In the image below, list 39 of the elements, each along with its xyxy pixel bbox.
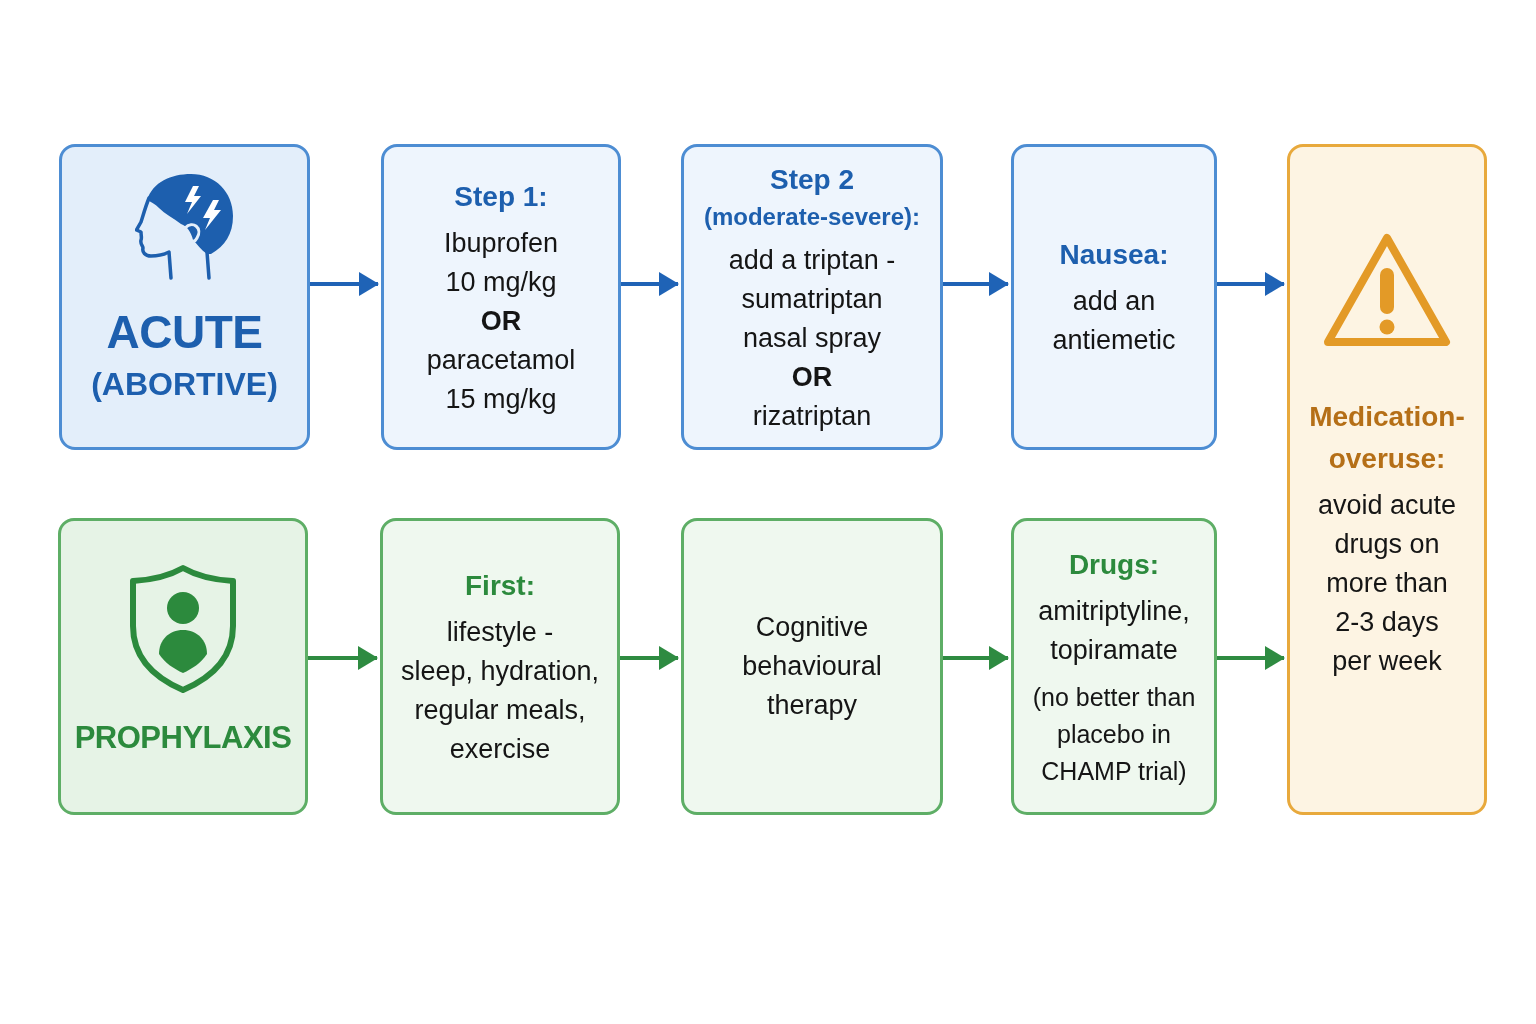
arrow [943,646,1009,670]
box-heading: First: [465,568,535,603]
arrow [943,272,1009,296]
box-subheading: (moderate-severe): [703,201,921,232]
box-heading: Step 1: [454,179,548,214]
box-text: Cognitive behavioural therapy [742,611,882,722]
step-box [381,144,621,450]
category-box [59,144,310,450]
arrow [1217,646,1285,670]
arrow [310,272,379,296]
box-heading: Step 2 [770,162,854,197]
box-text: avoid acute drugs on more than 2-3 days per week [1317,489,1457,678]
step-box [1011,518,1217,815]
box-text: lifestyle - sleep, hydration, regular meals, exercise [400,615,600,766]
box-text: amitriptyline, topiramate [1038,594,1190,667]
box-text: rizatriptan [752,399,872,433]
warning-box [1287,144,1487,815]
box-heading: Nausea: [1059,238,1169,272]
box-text: OR [791,360,833,394]
step-box [380,518,620,815]
arrow [621,272,679,296]
box-heading: Medication-overuse: [1308,400,1466,476]
category-box [58,518,308,815]
box-text: Ibuprofen 10 mg/kg [443,226,559,299]
category-title: ACUTE [106,306,263,358]
arrow [308,646,378,670]
step-box [681,144,943,450]
category-title: PROPHYLAXIS [74,718,292,757]
step-box [681,518,943,815]
category-subtitle: (ABORTIVE) [91,365,278,404]
box-note: (no better than placebo in CHAMP trial) [1032,681,1196,787]
box-text: add a triptan - sumatriptan nasal spray [728,243,896,355]
box-heading: Drugs: [1068,547,1160,582]
arrow [620,646,679,670]
box-text: add an antiemetic [1052,285,1176,357]
box-text: OR [480,304,522,338]
arrow [1217,272,1285,296]
step-box [1011,144,1217,450]
box-text: paracetamol 15 mg/kg [426,343,576,416]
